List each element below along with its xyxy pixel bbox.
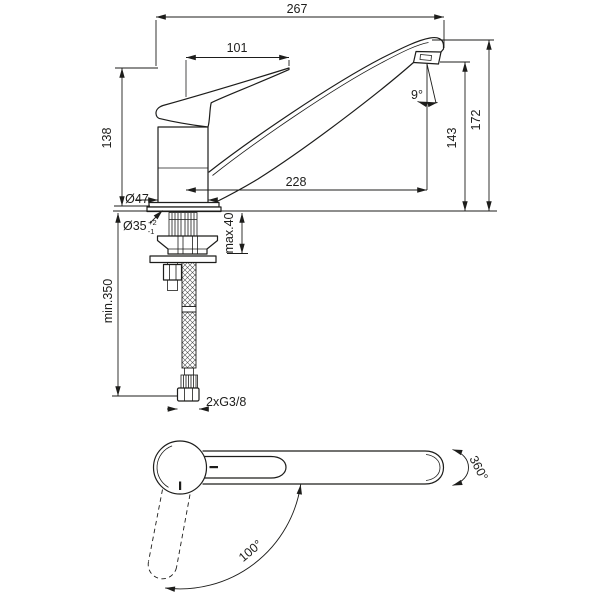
second-hose-nut	[162, 263, 183, 281]
mounting-hardware	[149, 212, 219, 291]
dim-label-dia35: Ø35+2-1	[123, 218, 157, 236]
dim-label-100deg: 100°	[236, 537, 265, 564]
mixer-body	[146, 126, 222, 213]
dashed-handle-edge	[148, 489, 163, 562]
dimension-min350: min.350	[101, 213, 178, 397]
dimension-100deg: 100°	[165, 484, 302, 592]
spout-end-inner-line	[425, 454, 441, 481]
dimension-267: 267	[155, 2, 445, 66]
threaded-shank	[168, 212, 198, 237]
dimension-228: 228	[186, 64, 428, 193]
dimension-172: 172	[432, 39, 494, 211]
handle-top-view	[152, 440, 445, 495]
hose-braid-upper	[181, 262, 197, 307]
dim-label-172: 172	[469, 110, 483, 131]
dimension-360deg: 360°	[452, 449, 491, 486]
rotation-arrow	[452, 449, 469, 486]
lever-outline-top-view	[202, 455, 287, 479]
handle-rotated-position	[147, 489, 191, 580]
dimension-dia35: Ø35+2-1	[123, 210, 163, 236]
bracket-detail-lines	[168, 236, 207, 254]
spout-highlight-line	[212, 42, 429, 176]
second-hose-nut-facets	[169, 264, 177, 280]
dim-label-138: 138	[100, 128, 114, 149]
dim-label-9deg: 9°	[411, 88, 423, 102]
lever-handle	[155, 67, 290, 128]
index-mark-vertical	[179, 481, 182, 490]
shank-threads	[169, 213, 197, 236]
dashed-handle-edge	[176, 494, 191, 568]
dim-label-360deg: 360°	[466, 453, 490, 482]
spout-aerator-insert	[419, 54, 432, 61]
dim-label-2xg38: 2xG3/8	[206, 395, 246, 409]
dimension-101: 101	[186, 41, 290, 66]
swivel-arc	[165, 484, 302, 592]
leader-line	[149, 210, 163, 224]
dim-label-267: 267	[287, 2, 308, 16]
hose-end-nut	[176, 387, 200, 402]
base-ring-lower	[146, 206, 222, 213]
dim-label-max40: max.40	[222, 212, 236, 253]
dim-label-101: 101	[227, 41, 248, 55]
second-hose-stub-bottom	[167, 279, 178, 291]
plan-view: 100° 360°	[147, 440, 491, 592]
mounting-bracket	[156, 235, 219, 255]
hose-joint	[181, 306, 197, 313]
dim-label-min350: min.350	[101, 279, 115, 324]
index-mark-horizontal	[209, 466, 218, 469]
dimension-138: 138	[100, 67, 158, 207]
angle-arc	[417, 101, 438, 108]
dimension-max40: max.40	[222, 212, 248, 254]
dim-label-dia47: Ø47	[125, 192, 149, 206]
spout-top-edge	[208, 37, 445, 173]
spout	[208, 37, 445, 203]
dimension-143: 143	[440, 61, 470, 211]
spout-bottom-edge	[215, 61, 415, 203]
flexible-hose	[176, 262, 200, 402]
dim-label-143: 143	[445, 128, 459, 149]
dashed-handle-end-cap	[147, 561, 177, 580]
hose-end-nut-facets	[184, 388, 193, 401]
body-cylinder	[157, 126, 209, 204]
washer-plate	[149, 255, 217, 264]
dimension-hose-thread: 2xG3/8	[167, 395, 246, 412]
base-ring-upper	[148, 201, 220, 208]
ferrule-lines	[183, 375, 197, 388]
dim-label-228: 228	[286, 175, 307, 189]
dimension-dia47: Ø47	[125, 192, 218, 206]
dimension-9deg: 9°	[411, 63, 438, 108]
hose-end-tube	[184, 367, 194, 376]
hose-braid-lower	[181, 311, 197, 369]
angle-leg	[426, 63, 437, 104]
handle-dome-inner-line	[156, 445, 173, 488]
side-elevation-view: 267 101 138 172 143 228	[100, 2, 497, 412]
spout-aerator	[412, 50, 442, 65]
